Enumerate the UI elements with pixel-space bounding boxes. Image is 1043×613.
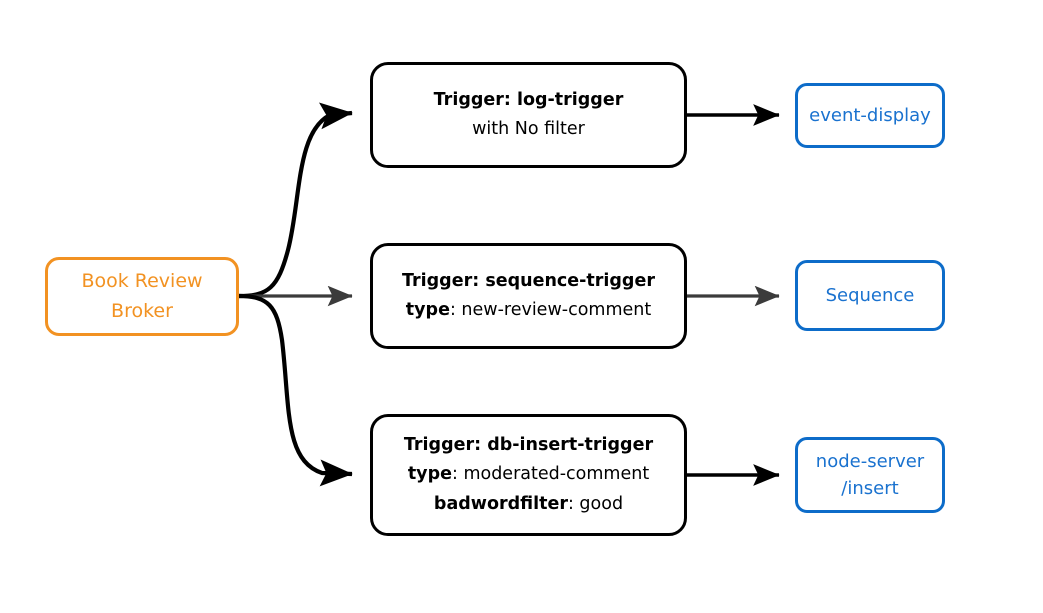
node-trigger-log-trigger[interactable]: Trigger: log-trigger with No filter xyxy=(370,62,687,168)
node-sequence[interactable]: Sequence xyxy=(795,260,945,331)
trigger-detail-key: type xyxy=(407,464,452,485)
edge-broker-to-db-insert-trigger xyxy=(238,293,353,487)
broker-label-line2: Broker xyxy=(111,299,173,322)
trigger-extra-text: : good xyxy=(567,493,624,514)
trigger-detail: with No filter xyxy=(472,115,585,144)
trigger-detail-text: with No filter xyxy=(472,119,585,139)
trigger-title-name: log-trigger xyxy=(516,89,624,110)
trigger-title-name: sequence-trigger xyxy=(485,270,655,291)
trigger-detail: type: moderated-comment xyxy=(408,460,649,489)
trigger-title-name: db-insert-trigger xyxy=(487,435,654,456)
trigger-title: Trigger: log-trigger xyxy=(434,86,624,115)
service-label-line1: Sequence xyxy=(825,285,915,306)
trigger-title: Trigger: sequence-trigger xyxy=(402,267,655,296)
trigger-detail-text: : moderated-comment xyxy=(451,464,650,485)
trigger-detail-text: : new-review-comment xyxy=(449,300,652,320)
node-trigger-db-insert-trigger[interactable]: Trigger: db-insert-trigger type: moderat… xyxy=(370,414,687,536)
trigger-title-prefix: Trigger: xyxy=(403,435,488,456)
trigger-detail-key: type xyxy=(405,300,450,320)
service-label-line1: node-server xyxy=(815,451,925,472)
trigger-extra-key: badwordfilter xyxy=(433,493,568,514)
node-trigger-sequence-trigger[interactable]: Trigger: sequence-trigger type: new-revi… xyxy=(370,243,687,349)
service-label-line2: /insert xyxy=(841,478,899,499)
node-node-server-insert[interactable]: node-server /insert xyxy=(795,437,945,513)
edge-broker-to-log-trigger xyxy=(238,102,353,299)
trigger-extra: badwordfilter: good xyxy=(434,490,623,519)
broker-label-line1: Book Review xyxy=(81,270,203,293)
trigger-title: Trigger: db-insert-trigger xyxy=(404,431,653,460)
trigger-title-prefix: Trigger: xyxy=(433,89,517,110)
node-book-review-broker[interactable]: Book Review Broker xyxy=(45,257,239,336)
node-event-display[interactable]: event-display xyxy=(795,83,945,148)
trigger-detail: type: new-review-comment xyxy=(406,296,651,325)
trigger-title-prefix: Trigger: xyxy=(402,270,486,291)
service-label-line1: event-display xyxy=(809,105,931,126)
